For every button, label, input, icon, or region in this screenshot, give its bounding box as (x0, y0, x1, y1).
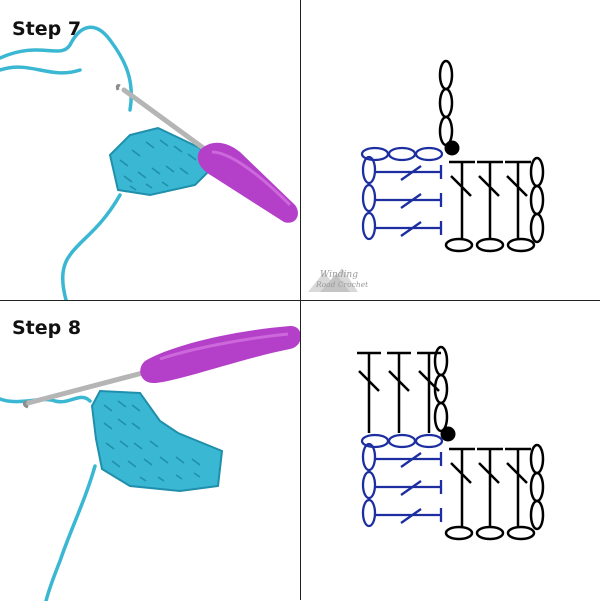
step-7-chart-panel: Winding Road Crochet (301, 0, 600, 300)
double-crochet-stitches (449, 447, 531, 528)
watermark-logo: Winding Road Crochet (306, 258, 376, 294)
step-8-photo (0, 325, 300, 601)
chain-stitches-vertical (433, 345, 449, 433)
slip-stitch-dot (444, 140, 460, 156)
slip-stitch-dot (440, 426, 456, 442)
double-crochet-stitches (449, 160, 531, 240)
step-7-chart (360, 59, 545, 253)
blue-row-stitches (360, 433, 444, 528)
top-double-crochet-row (357, 351, 441, 433)
base-chain-row (444, 525, 536, 541)
mountain-logo-icon (308, 268, 358, 292)
step-7-photo-panel: Step 7 (0, 0, 300, 300)
step-7-label: Step 7 (12, 18, 82, 40)
watermark-text-line1: Winding (320, 270, 358, 280)
step-7-photo (0, 25, 298, 300)
turning-chain-right (529, 443, 545, 531)
step-8-photo-panel: Step 8 (0, 301, 300, 601)
blue-row-stitches (360, 146, 444, 241)
base-chain-row (444, 237, 536, 253)
step-8-chart (357, 345, 545, 541)
step-8-label: Step 8 (12, 317, 82, 339)
step-8-chart-panel (301, 301, 600, 601)
horizontal-divider (0, 300, 600, 301)
turning-chain-right (529, 156, 545, 244)
watermark-text-line2: Road Crochet (316, 280, 369, 289)
chain-stitches-vertical (438, 59, 454, 147)
